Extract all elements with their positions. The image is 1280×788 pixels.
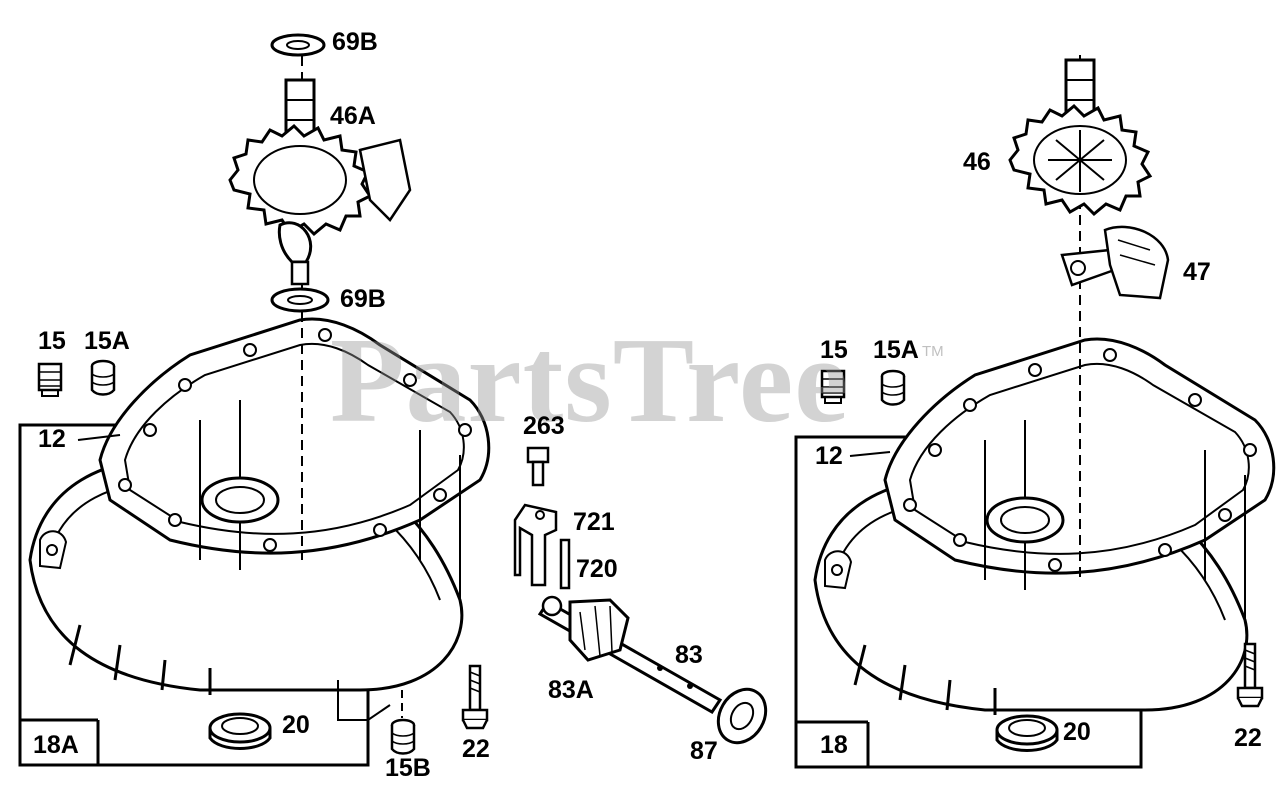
label-22-right: 22 xyxy=(1234,724,1262,752)
oil-seal-87 xyxy=(716,687,768,745)
label-20-left: 20 xyxy=(282,711,310,739)
label-69b-bottom: 69B xyxy=(340,285,386,313)
governor-shaft-83 xyxy=(537,595,723,714)
plug-15-left xyxy=(37,362,63,398)
label-12-left: 12 xyxy=(38,425,66,453)
governor-47 xyxy=(1060,225,1170,300)
pin-720 xyxy=(559,538,571,590)
bracket-721 xyxy=(513,503,558,587)
camshaft-46 xyxy=(1008,58,1152,216)
label-12-right: 12 xyxy=(815,442,843,470)
label-83a: 83A xyxy=(548,676,594,704)
label-22-left: 22 xyxy=(462,735,490,763)
label-15a-right: 15A xyxy=(873,336,919,364)
label-87: 87 xyxy=(690,737,718,765)
label-83: 83 xyxy=(675,641,703,669)
label-15-right: 15 xyxy=(820,336,848,364)
watermark: PartsTree xyxy=(330,313,850,448)
label-15-left: 15 xyxy=(38,327,66,355)
label-46: 46 xyxy=(963,148,991,176)
label-263: 263 xyxy=(523,412,565,440)
watermark-trademark: TM xyxy=(922,343,944,360)
label-69b-top: 69B xyxy=(332,28,378,56)
box-label-18: 18 xyxy=(820,731,848,759)
label-721: 721 xyxy=(573,508,615,536)
bolt-263 xyxy=(526,446,550,487)
camshaft-46a xyxy=(228,78,412,286)
label-15a-left: 15A xyxy=(84,327,130,355)
bolt-22-left xyxy=(461,664,489,730)
plug-15b xyxy=(390,718,416,755)
plug-15a-left xyxy=(90,359,116,396)
label-46a: 46A xyxy=(330,102,376,130)
plug-15a-right xyxy=(880,369,906,406)
label-47: 47 xyxy=(1183,258,1211,286)
box-label-18a: 18A xyxy=(33,731,79,759)
oil-seal-20-left xyxy=(208,712,272,750)
label-15b: 15B xyxy=(385,754,431,782)
oil-seal-20-right xyxy=(995,714,1059,752)
label-20-right: 20 xyxy=(1063,718,1091,746)
label-720: 720 xyxy=(576,555,618,583)
